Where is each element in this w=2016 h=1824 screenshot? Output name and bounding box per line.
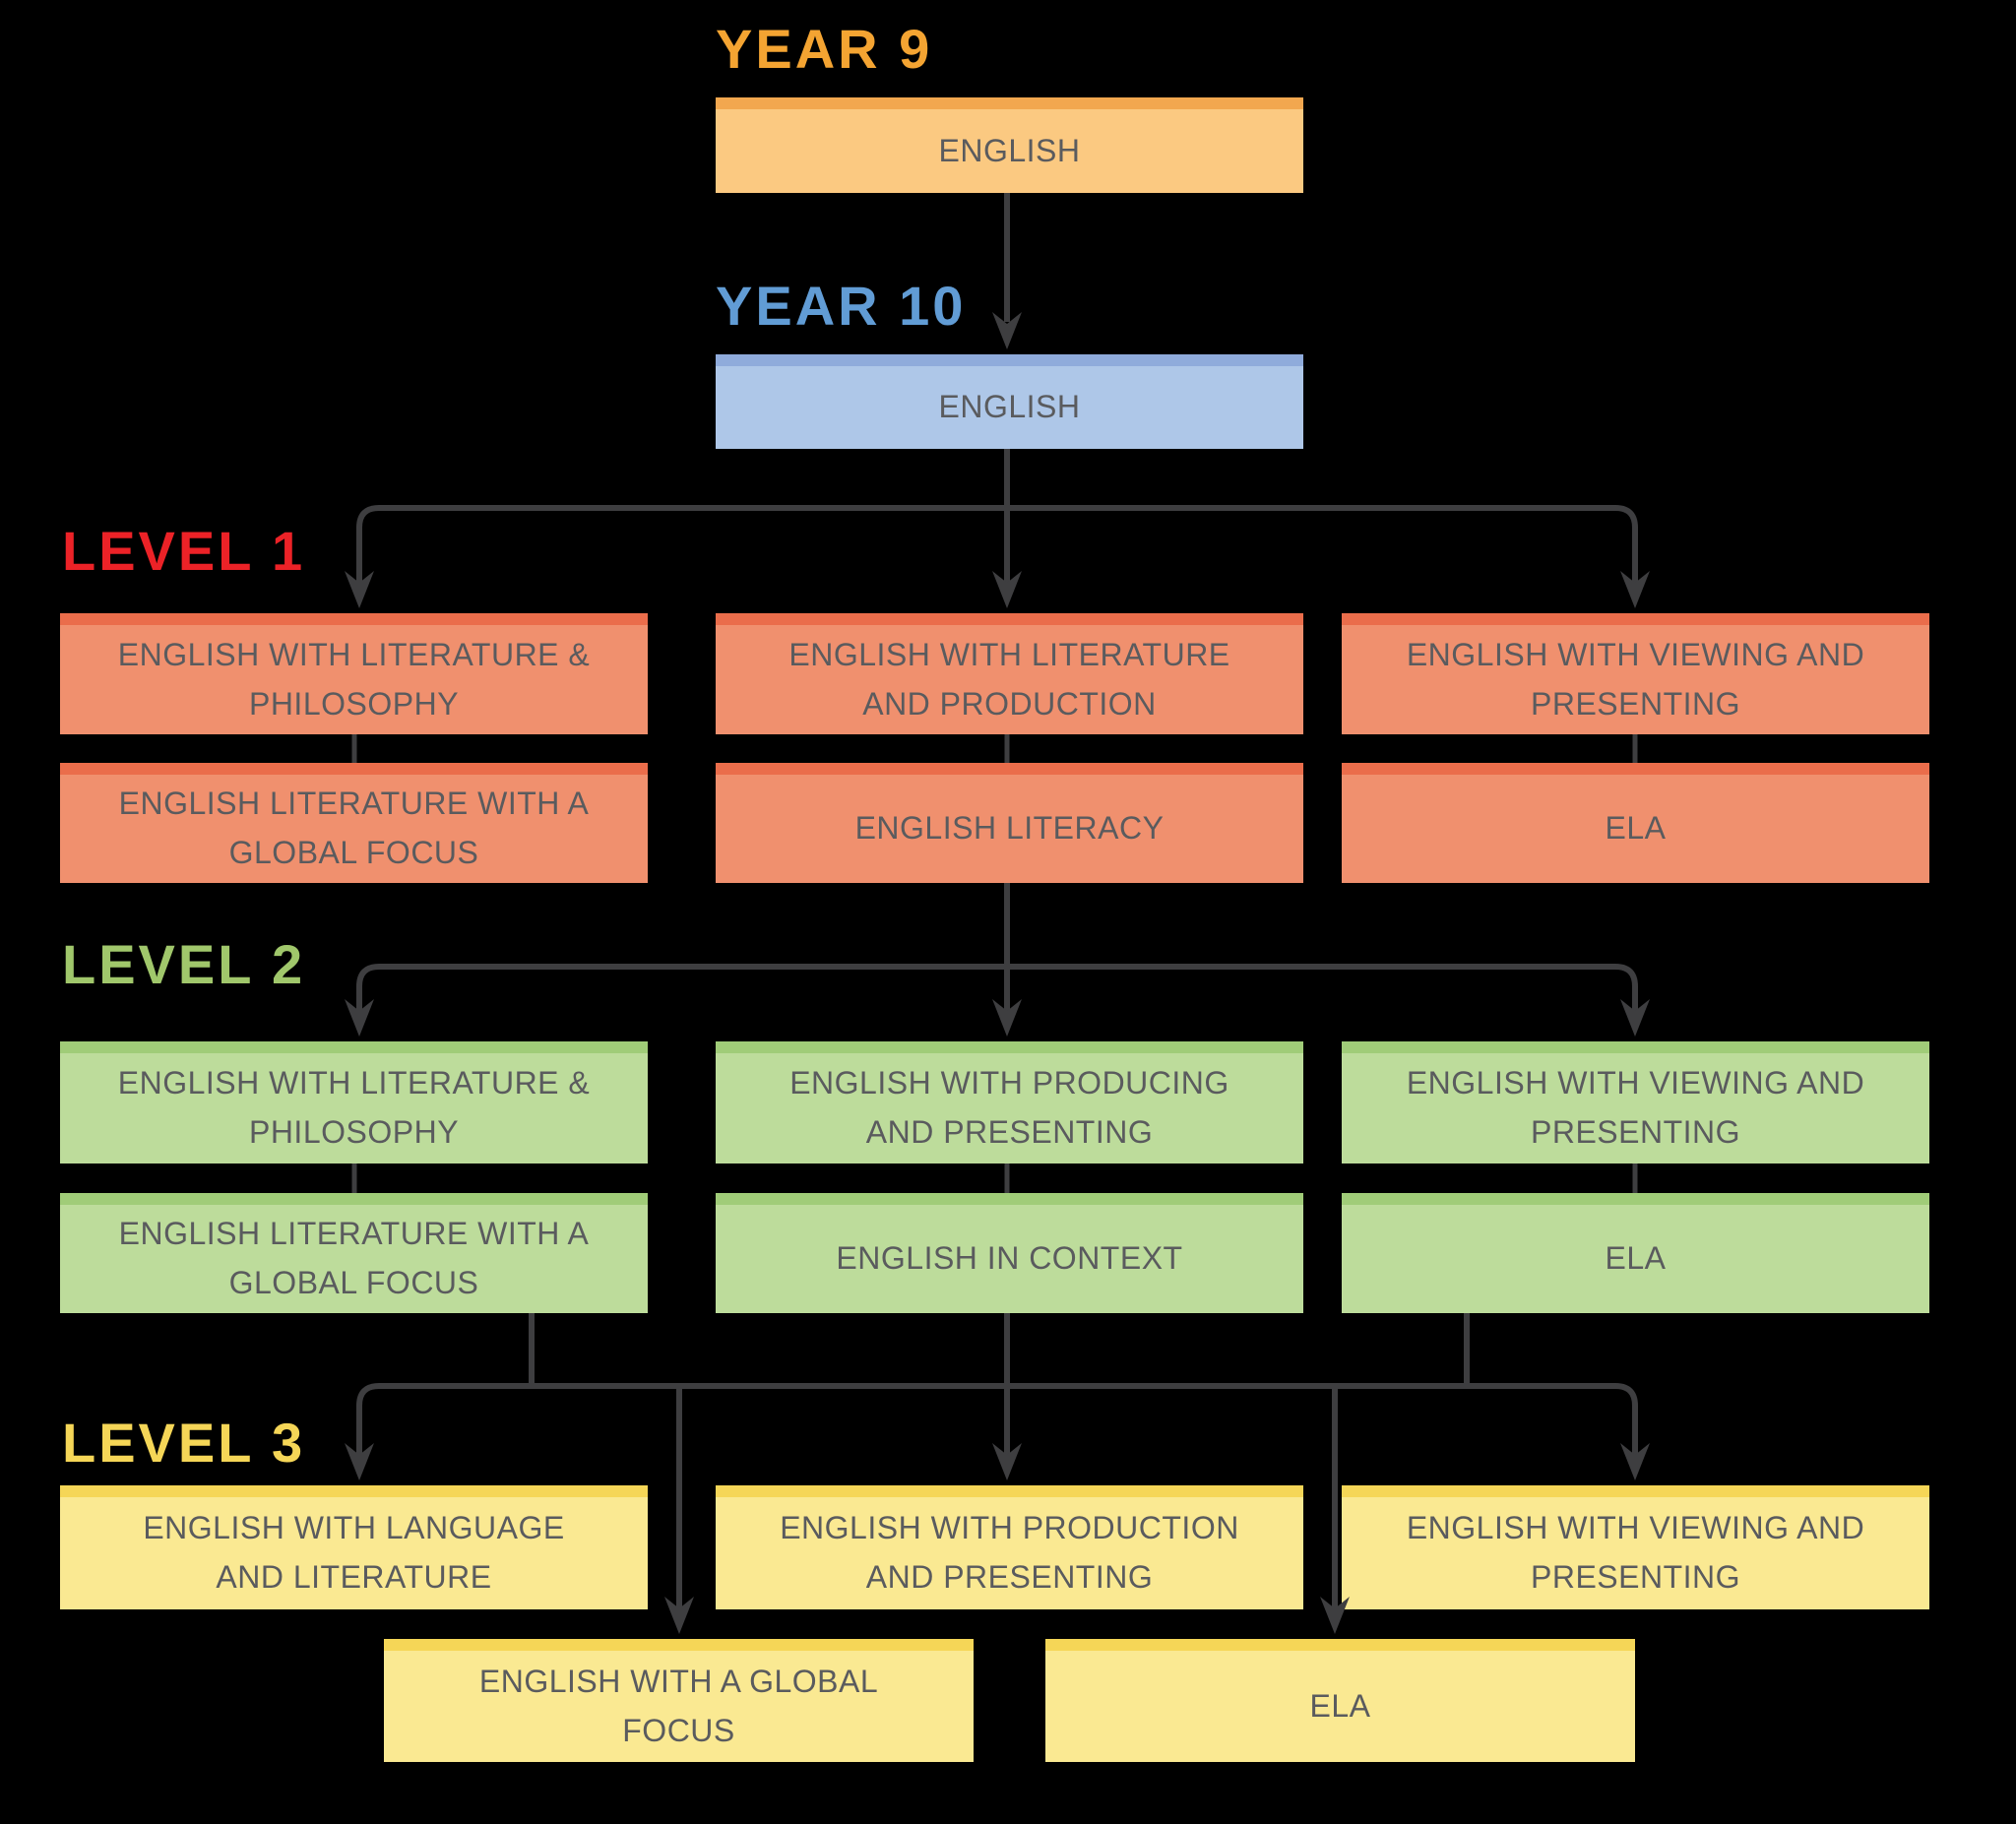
arrow-down-icon <box>992 999 1022 1037</box>
level1-col2-top-box: ENGLISH WITH LITERATURE AND PRODUCTION <box>716 613 1303 734</box>
level3-ela-box: ELA <box>1045 1639 1635 1762</box>
level2-col1-top-label: ENGLISH WITH LITERATURE & PHILOSOPHY <box>117 1065 591 1150</box>
arrow-down-icon <box>664 1597 694 1634</box>
connector-year10-level1-branch <box>356 505 1638 583</box>
level3-col3-box: ENGLISH WITH VIEWING AND PRESENTING <box>1342 1485 1929 1609</box>
year9-label: YEAR 9 <box>716 18 933 80</box>
arrow-down-icon <box>345 1443 374 1480</box>
level2-col3-bottom-label: ELA <box>1605 1240 1667 1277</box>
level1-col1-top-box: ENGLISH WITH LITERATURE & PHILOSOPHY <box>60 613 648 734</box>
level3-label: LEVEL 3 <box>62 1412 306 1474</box>
level3-col1-label: ENGLISH WITH LANGUAGE AND LITERATURE <box>143 1510 565 1595</box>
level1-col2-bottom-box: ENGLISH LITERACY <box>716 763 1303 883</box>
arrow-down-icon <box>1620 999 1650 1037</box>
level2-col1-bottom-box: ENGLISH LITERATURE WITH A GLOBAL FOCUS <box>60 1193 648 1313</box>
level2-col2-bottom-box: ENGLISH IN CONTEXT <box>716 1193 1303 1313</box>
level3-global-focus-label: ENGLISH WITH A GLOBAL FOCUS <box>478 1663 879 1748</box>
level2-label: LEVEL 2 <box>62 933 306 995</box>
level2-col2-bottom-label: ENGLISH IN CONTEXT <box>836 1240 1183 1277</box>
level3-ela-label: ELA <box>1309 1687 1371 1724</box>
arrow-down-icon <box>345 999 374 1037</box>
level1-col2-top-label: ENGLISH WITH LITERATURE AND PRODUCTION <box>788 636 1230 722</box>
arrow-down-icon <box>992 1443 1022 1480</box>
level2-col2-top-label: ENGLISH WITH PRODUCING AND PRESENTING <box>789 1065 1229 1150</box>
level2-col1-bottom-label: ENGLISH LITERATURE WITH A GLOBAL FOCUS <box>118 1216 590 1300</box>
level1-col3-top-box: ENGLISH WITH VIEWING AND PRESENTING <box>1342 613 1929 734</box>
level2-col3-bottom-box: ELA <box>1342 1193 1929 1313</box>
level1-label: LEVEL 1 <box>62 520 306 582</box>
year9-english-box-label: ENGLISH <box>938 132 1081 168</box>
level2-col3-top-box: ENGLISH WITH VIEWING AND PRESENTING <box>1342 1041 1929 1164</box>
arrow-down-icon <box>1620 1443 1650 1480</box>
level3-col1-box: ENGLISH WITH LANGUAGE AND LITERATURE <box>60 1485 648 1609</box>
arrow-down-icon <box>992 312 1022 349</box>
level2-col3-top-label: ENGLISH WITH VIEWING AND PRESENTING <box>1406 1065 1865 1150</box>
connector-level2-level3-branch <box>356 1383 1638 1455</box>
arrow-down-icon <box>345 571 374 608</box>
level1-col3-top-label: ENGLISH WITH VIEWING AND PRESENTING <box>1406 636 1865 722</box>
year9-english-box: ENGLISH <box>716 97 1303 193</box>
level1-col1-bottom-box: ENGLISH LITERATURE WITH A GLOBAL FOCUS <box>60 763 648 883</box>
year10-label: YEAR 10 <box>716 275 967 337</box>
connector-level1-level2-branch <box>356 964 1638 1011</box>
level3-col2-box: ENGLISH WITH PRODUCTION AND PRESENTING <box>716 1485 1303 1609</box>
arrow-down-icon <box>1620 571 1650 608</box>
level2-col2-top-box: ENGLISH WITH PRODUCING AND PRESENTING <box>716 1041 1303 1164</box>
level3-col2-label: ENGLISH WITH PRODUCTION AND PRESENTING <box>780 1510 1239 1595</box>
level2-col1-top-box: ENGLISH WITH LITERATURE & PHILOSOPHY <box>60 1041 648 1164</box>
level1-col3-bottom-box: ELA <box>1342 763 1929 883</box>
level3-col3-label: ENGLISH WITH VIEWING AND PRESENTING <box>1406 1510 1865 1595</box>
year10-english-box: ENGLISH <box>716 354 1303 449</box>
level1-col1-top-label: ENGLISH WITH LITERATURE & PHILOSOPHY <box>117 636 591 722</box>
level1-col2-bottom-label: ENGLISH LITERACY <box>854 810 1165 847</box>
level1-col3-bottom-label: ELA <box>1605 810 1667 847</box>
arrow-down-icon <box>992 571 1022 608</box>
level1-col1-bottom-label: ENGLISH LITERATURE WITH A GLOBAL FOCUS <box>118 786 590 870</box>
year10-english-box-label: ENGLISH <box>938 389 1081 425</box>
level3-global-focus-box: ENGLISH WITH A GLOBAL FOCUS <box>384 1639 974 1762</box>
